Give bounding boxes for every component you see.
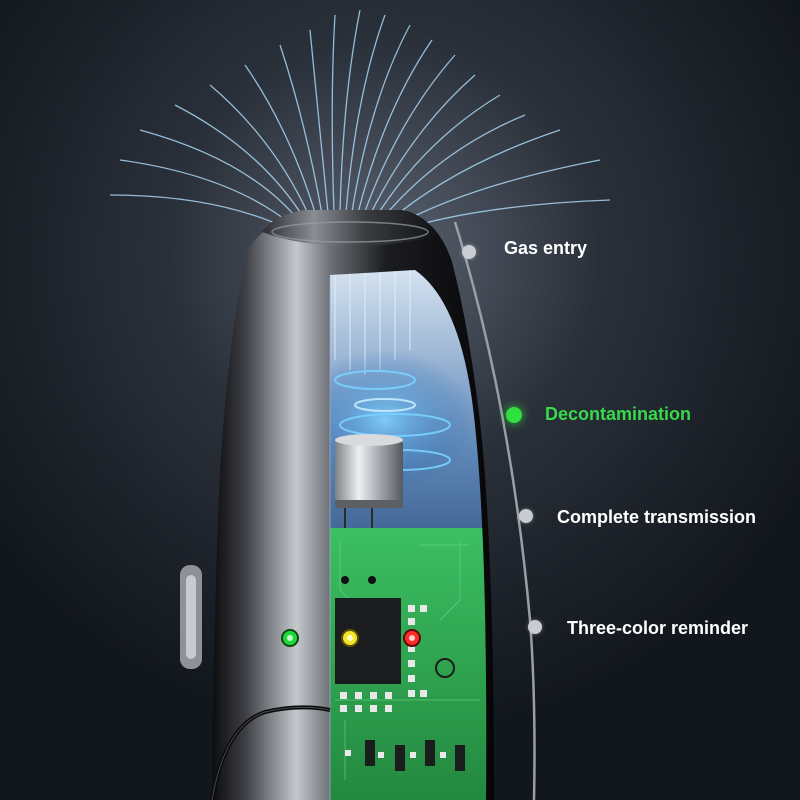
circuit-board bbox=[330, 528, 487, 800]
feature-dot-three-color-reminder bbox=[528, 620, 542, 634]
feature-label-gas-entry: Gas entry bbox=[504, 238, 588, 258]
cutaway-interior bbox=[330, 270, 487, 800]
device-top-cap bbox=[262, 210, 435, 246]
feature-dot-complete-transmission bbox=[519, 509, 533, 523]
feature-dot-decontamination bbox=[506, 407, 522, 423]
gas-sensor bbox=[335, 434, 403, 580]
air-flow-lines bbox=[109, 9, 611, 231]
feature-dot-gas-entry bbox=[462, 245, 476, 259]
feature-label-complete-transmission: Complete transmission bbox=[557, 507, 757, 527]
feature-label-three-color-reminder: Three-color reminder bbox=[567, 618, 749, 638]
indicator-lights bbox=[281, 629, 421, 647]
feature-guide-line bbox=[453, 221, 536, 800]
feature-label-decontamination: Decontamination bbox=[545, 404, 692, 424]
